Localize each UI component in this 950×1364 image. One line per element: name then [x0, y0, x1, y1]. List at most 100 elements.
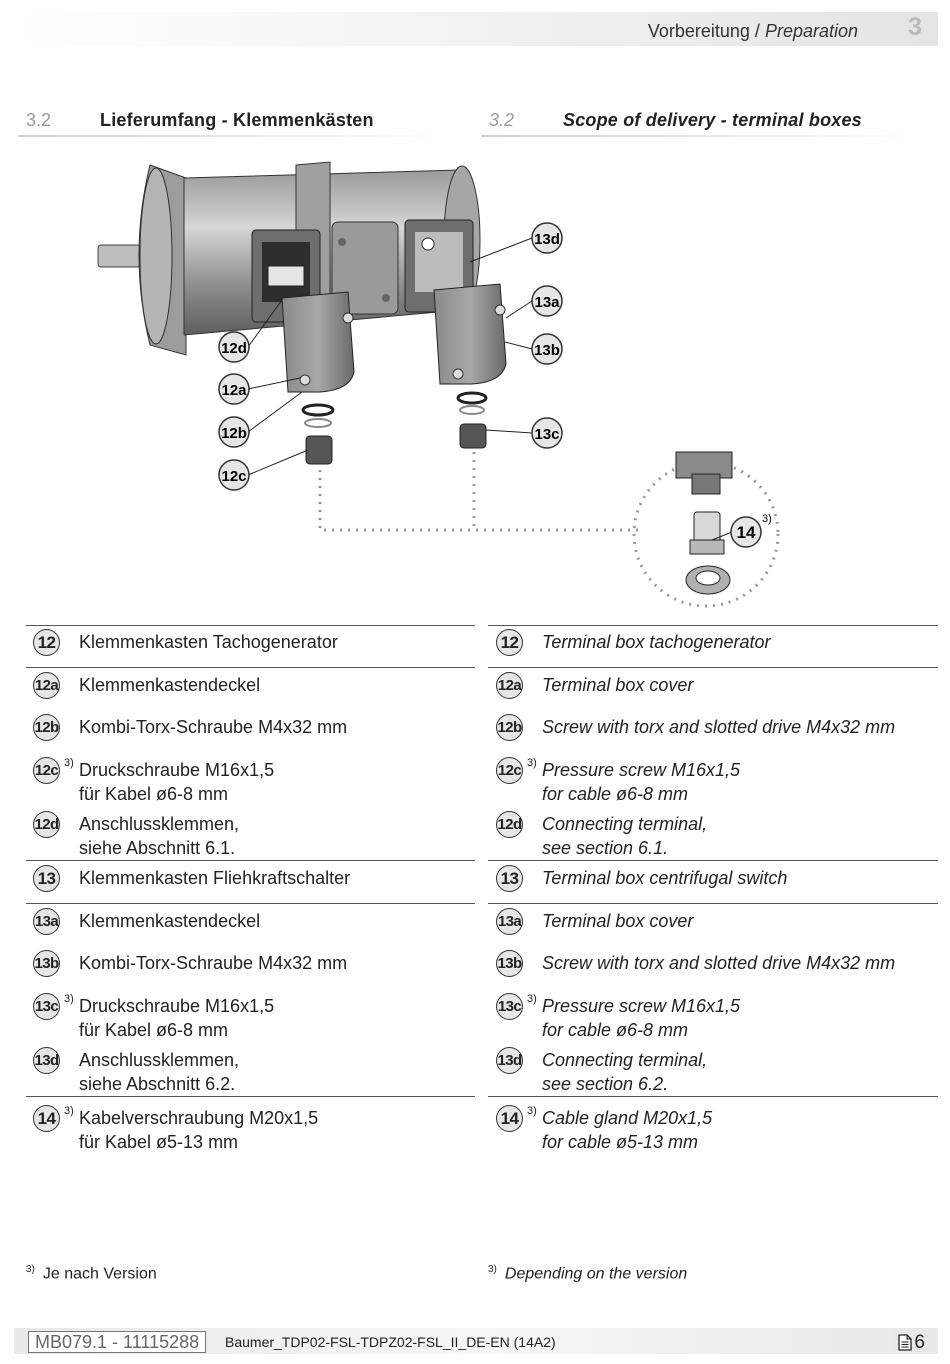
item-text: Screw with torx and slotted drive M4x32 …: [542, 717, 896, 737]
item-footnote-mark: 3): [64, 1105, 74, 1117]
item-badge: 12b: [33, 714, 60, 741]
item-footnote-mark: 3): [527, 1105, 537, 1117]
item-text: Klemmenkastendeckel: [79, 911, 261, 931]
item-badge: 12: [496, 629, 523, 656]
item-text-line: Druckschraube M16x1,5: [79, 996, 275, 1016]
section-title-de: Lieferumfang - Klemmenkästen: [100, 110, 374, 130]
item-badge: 12d: [33, 811, 60, 838]
section-underline-de: [18, 135, 448, 137]
callout-14-note: 3): [762, 513, 772, 525]
footnote-marker: 3): [488, 1264, 497, 1275]
rule-de-13: [26, 903, 475, 904]
terminal-box-12: [251, 229, 355, 465]
item-text: Druckschraube M16x1,5 für Kabel ø6-8 mm: [79, 994, 274, 1042]
item-text: Klemmenkastendeckel: [79, 675, 261, 695]
item-text: Terminal box centrifugal switch: [542, 868, 788, 888]
item-text-line: Druckschraube M16x1,5: [79, 760, 275, 780]
section-number-de: 3.2: [26, 110, 52, 130]
item-badge: 13d: [496, 1047, 523, 1074]
item-text: Connecting terminal, see section 6.1.: [542, 812, 707, 860]
item-text-line: Connecting terminal,: [542, 814, 708, 834]
terminal-box-13: [404, 219, 507, 449]
callout-13b-label: 13b: [534, 342, 560, 359]
item-badge: 13b: [496, 950, 523, 977]
rule-en-12: [488, 667, 938, 668]
callout-13b: 13b: [531, 333, 563, 365]
item-text-line: Pressure screw M16x1,5: [542, 760, 741, 780]
item-text-line: siehe Abschnitt 6.1.: [79, 838, 236, 858]
section-title-en: Scope of delivery - terminal boxes: [563, 110, 862, 130]
item-text-line: für Kabel ø6-8 mm: [79, 1020, 229, 1040]
item-text-line: für Kabel ø5-13 mm: [79, 1132, 239, 1152]
item-badge: 12a: [496, 672, 523, 699]
item-text-line: for cable ø6-8 mm: [542, 784, 689, 804]
callout-12c: 12c: [218, 459, 250, 491]
rule-de-13-top: [26, 860, 475, 861]
item-text-line: siehe Abschnitt 6.2.: [79, 1074, 236, 1094]
item-footnote-mark: 3): [527, 757, 537, 769]
item-badge: 13c: [496, 993, 523, 1020]
item-badge: 12d: [496, 811, 523, 838]
dotted-connector: [318, 452, 780, 608]
item-text: Terminal box cover: [542, 911, 694, 931]
item-text-line: for cable ø6-8 mm: [542, 1020, 689, 1040]
item-text-line: Cable gland M20x1,5: [542, 1108, 713, 1128]
callout-12b: 12b: [218, 416, 250, 448]
rule-en-13-top: [488, 860, 938, 861]
callout-12a: 12a: [218, 373, 250, 405]
item-text-line: for cable ø5-13 mm: [542, 1132, 699, 1152]
item-badge: 12: [33, 629, 60, 656]
item-text-line: Anschlussklemmen,: [79, 814, 240, 834]
item-text: Screw with torx and slotted drive M4x32 …: [542, 953, 896, 973]
item-text: Klemmenkasten Tachogenerator: [79, 632, 338, 652]
callout-13a-label: 13a: [534, 294, 560, 311]
section-heading-en: 3.2 Scope of delivery - terminal boxes: [483, 110, 923, 136]
footnote-marker: 3): [26, 1264, 35, 1275]
section-number-en: 3.2: [489, 110, 515, 130]
footnote-text: Depending on the version: [504, 1265, 688, 1283]
item-footnote-mark: 3): [64, 993, 74, 1005]
item-text: Anschlussklemmen,siehe Abschnitt 6.2.: [79, 1048, 239, 1096]
chapter-title-en: Preparation: [764, 21, 858, 41]
item-text-line: Pressure screw M16x1,5: [542, 996, 741, 1016]
rule-en-13: [488, 903, 938, 904]
item-badge: 12c: [33, 757, 60, 784]
rule-en-top: [488, 625, 938, 626]
item-footnote-mark: 3): [64, 757, 74, 769]
section-underline-en: [481, 135, 921, 137]
callout-13d: 13d: [531, 222, 563, 254]
item-text-line: see section 6.1.: [542, 838, 669, 858]
item-text: Kombi-Torx-Schraube M4x32 mm: [79, 953, 348, 973]
item-badge: 13b: [33, 950, 60, 977]
cable-gland-detail: [675, 451, 733, 595]
callout-12c-label: 12c: [221, 468, 246, 485]
item-text-line: see section 6.2.: [542, 1074, 669, 1094]
page-number: 6: [898, 1332, 925, 1354]
item-badge: 13: [33, 865, 60, 892]
item-badge: 13a: [33, 908, 60, 935]
footnote-en: 3) Depending on the version: [488, 1264, 687, 1283]
item-badge: 12b: [496, 714, 523, 741]
callout-13a: 13a: [531, 285, 563, 317]
item-footnote-mark: 3): [527, 993, 537, 1005]
section-heading-de: 3.2 Lieferumfang - Klemmenkästen: [20, 110, 450, 136]
callout-12d-label: 12d: [221, 340, 247, 357]
doc-id: MB079.1 - 11115288: [28, 1331, 207, 1353]
chapter-title: Vorbereitung / Preparation: [648, 21, 858, 42]
item-text: Pressure screw M16x1,5 for cable ø6-8 mm: [542, 994, 740, 1042]
callout-13c-label: 13c: [534, 426, 559, 443]
doc-name: Baumer_TDP02-FSL-TDPZ02-FSL_II_DE-EN (14…: [225, 1334, 556, 1350]
item-text: Pressure screw M16x1,5 for cable ø6-8 mm: [542, 758, 740, 806]
item-badge: 14: [33, 1105, 60, 1132]
item-text: Kombi-Torx-Schraube M4x32 mm: [79, 717, 348, 737]
callout-13c: 13c: [531, 417, 563, 449]
item-text: Klemmenkasten Fliehkraftschalter: [79, 868, 351, 888]
rule-en-14-top: [488, 1096, 938, 1097]
header-bar: [14, 12, 938, 46]
callout-leader-lines: [247, 237, 733, 541]
item-text-line: für Kabel ø6-8 mm: [79, 784, 229, 804]
callout-12b-label: 12b: [221, 425, 247, 442]
rule-de-top: [26, 625, 475, 626]
page-icon: [898, 1334, 913, 1352]
